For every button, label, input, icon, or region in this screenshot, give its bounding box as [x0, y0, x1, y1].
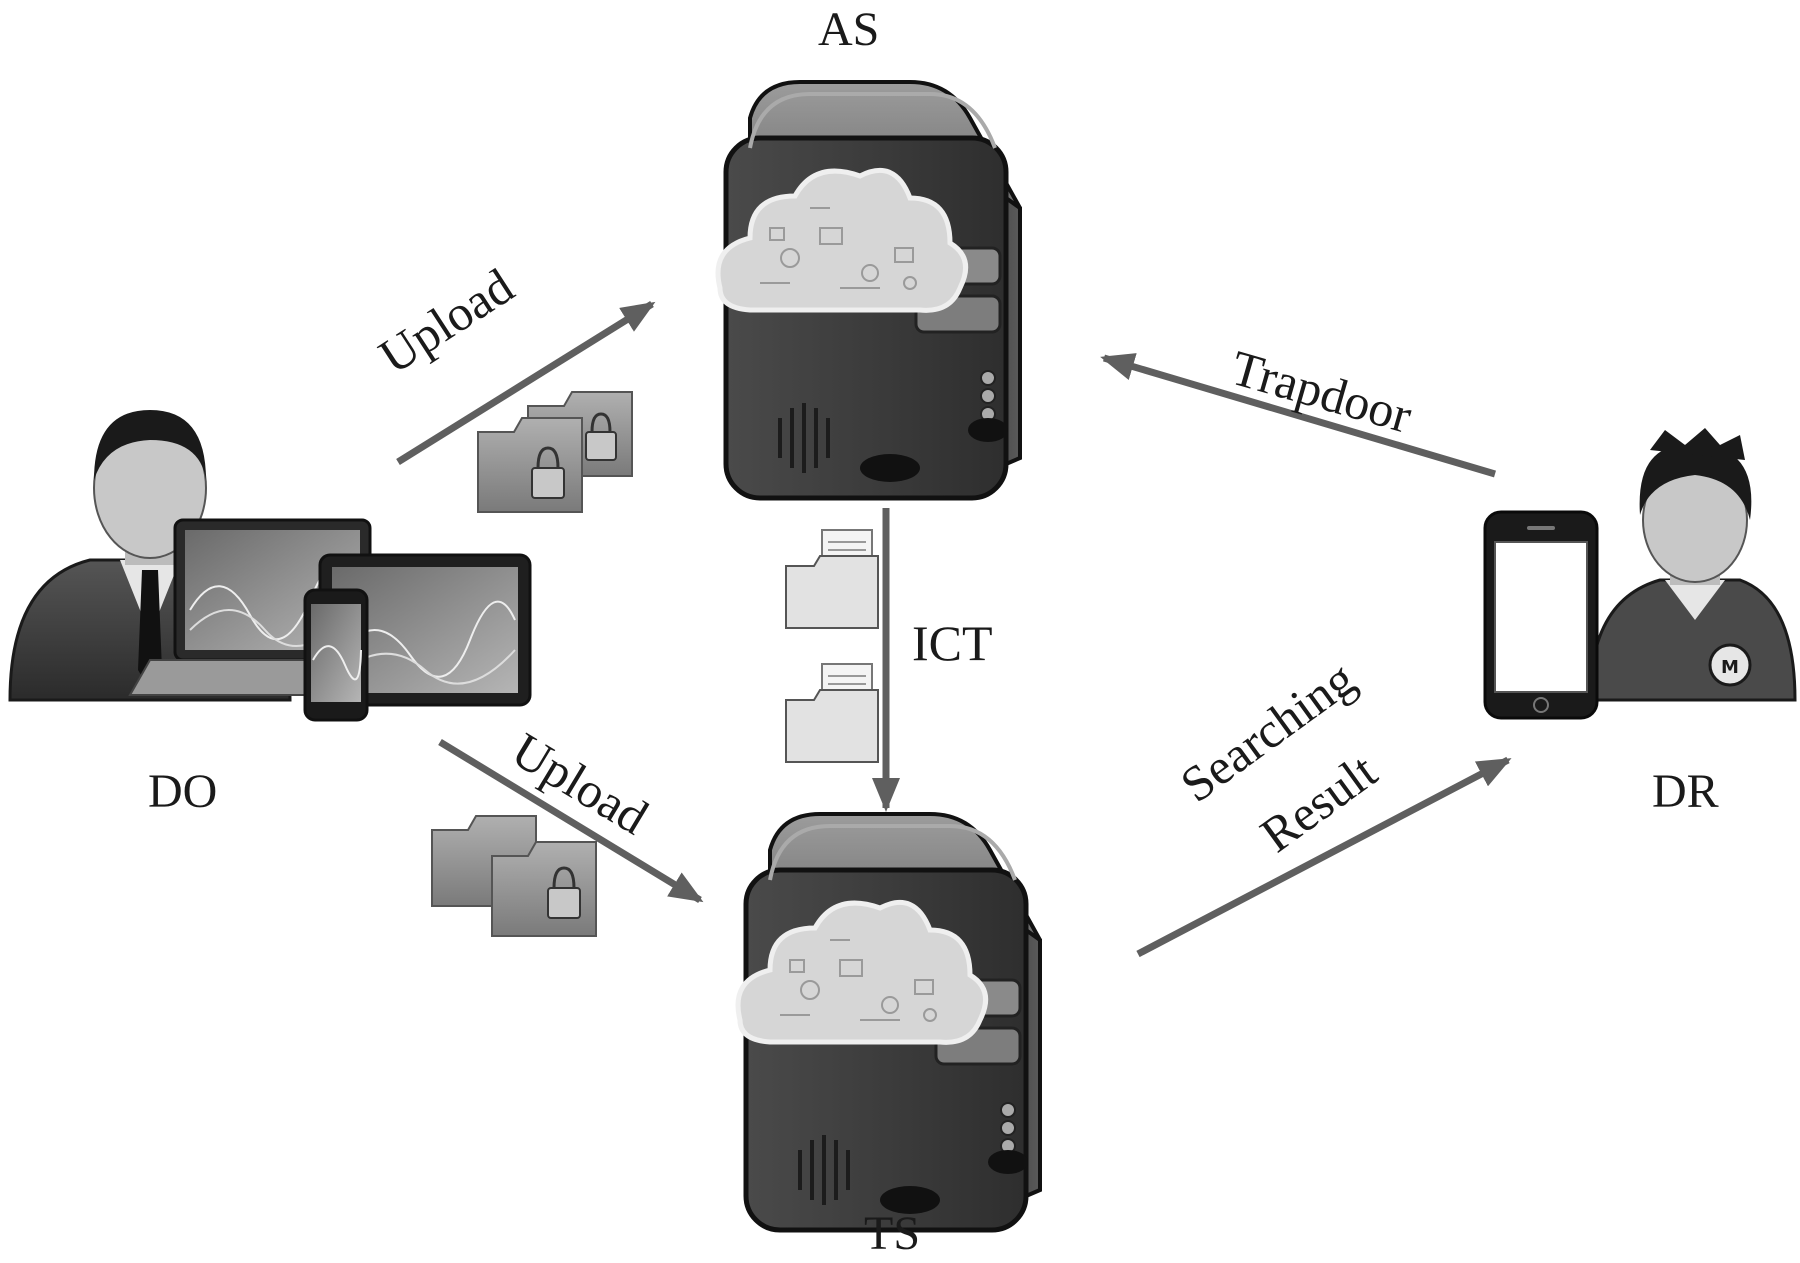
node-label-as: AS: [818, 3, 880, 56]
node-label-ts: TS: [864, 1207, 921, 1260]
smartphone-icon: [1483, 510, 1599, 720]
locked-folder-icon: [491, 841, 597, 937]
cloud-icon: [715, 167, 969, 313]
document-folder-icon: [785, 663, 879, 763]
node-label-do: DO: [148, 765, 218, 818]
node-label-dr: DR: [1652, 765, 1719, 818]
arrow-ts-to-dr: [1136, 756, 1512, 958]
edge-label-ict: ICT: [912, 615, 993, 671]
svg-text:M: M: [1721, 657, 1739, 678]
arrow-dr-to-as: [1100, 353, 1496, 478]
smartphone-icon: [303, 588, 369, 722]
person-icon: M: [1588, 428, 1797, 702]
arrow-do-to-as: [396, 301, 656, 465]
cloud-icon: [735, 899, 989, 1045]
locked-folder-icon: [477, 417, 583, 513]
arrow-do-to-ts: [438, 739, 704, 903]
document-folder-icon: [785, 529, 879, 629]
